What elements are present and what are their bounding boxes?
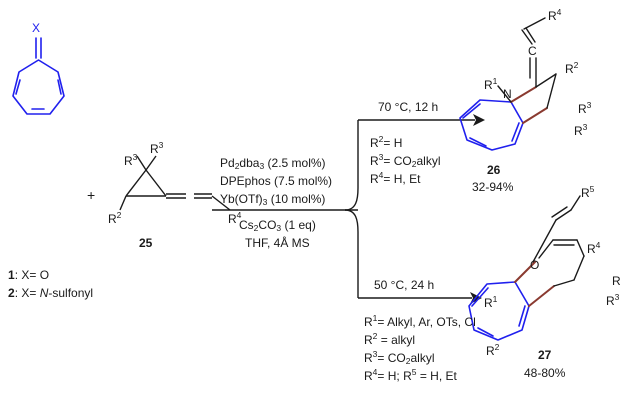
condition-ligand: DPEphos (7.5 mol%): [220, 174, 333, 188]
p27-r4-label: R4: [587, 240, 601, 256]
p26-r4-label: R4: [548, 7, 562, 23]
tropone-structure: [12, 37, 65, 115]
p27-r-label-edge: R: [612, 274, 621, 288]
lower-r4-r5-definition: R4= H; R5 = H, Et: [364, 367, 457, 383]
p27-r3-label: R3: [606, 292, 620, 308]
lower-r2-definition: R2 = alkyl: [364, 331, 416, 347]
arrowhead-upper: [473, 114, 485, 126]
vcp-r3-label-left: R3: [124, 152, 138, 168]
condition-base: Cs2CO3 (1 eq): [239, 218, 316, 233]
vcp-r3-label-top: R3: [150, 140, 164, 156]
lower-condition: 50 °C, 24 h: [374, 278, 435, 292]
compound-26-label: 26: [487, 163, 501, 177]
compound-27-yield: 48-80%: [524, 366, 566, 380]
p26-r3-label-a: R3: [578, 100, 592, 116]
p27-r1-label: R1: [484, 294, 498, 310]
compound-26-yield: 32-94%: [472, 180, 514, 194]
upper-condition: 70 °C, 12 h: [378, 100, 439, 114]
product-27-structure: [468, 195, 585, 341]
lower-r3-definition: R3= CO2alkyl: [364, 349, 435, 366]
lower-r1-definition: R1= Alkyl, Ar, OTs, Cl: [364, 313, 476, 329]
upper-r3-definition: R3= CO2alkyl: [370, 152, 441, 169]
p26-r2-label: R2: [565, 60, 579, 76]
legend-compound-2: 2: X= N-sulfonyl: [8, 286, 94, 300]
legend-compound-1: 1: X= O: [8, 268, 50, 282]
upper-r2-definition: R2= H: [370, 134, 403, 150]
plus-sign: +: [87, 187, 96, 203]
condition-solvent: THF, 4Å MS: [245, 236, 310, 250]
p26-allene-carbon: C: [528, 44, 537, 58]
p27-r5-label: R5: [581, 184, 595, 200]
vcp-r4-label: R4: [228, 210, 242, 226]
condition-ytterbium: Yb(OTf)3 (10 mol%): [220, 192, 326, 207]
p27-oxygen: O: [530, 258, 540, 272]
compound-25-label: 25: [139, 236, 153, 250]
upper-r4-definition: R4= H, Et: [370, 170, 421, 186]
p26-nitrogen: N: [503, 87, 512, 101]
p26-r1-label: R1: [484, 76, 498, 92]
reaction-arrows: [212, 119, 475, 299]
compound-27-label: 27: [538, 348, 552, 362]
product-26-structure: [459, 17, 557, 151]
tropone-x-label: X: [32, 21, 41, 35]
vinylidenecyclopropane-structure: [119, 155, 231, 211]
condition-palladium: Pd2dba3 (2.5 mol%): [220, 156, 326, 171]
p27-r2-label: R2: [486, 342, 500, 358]
p26-r3-label-b: R3: [574, 122, 588, 138]
vcp-r2-label: R2: [108, 210, 122, 226]
